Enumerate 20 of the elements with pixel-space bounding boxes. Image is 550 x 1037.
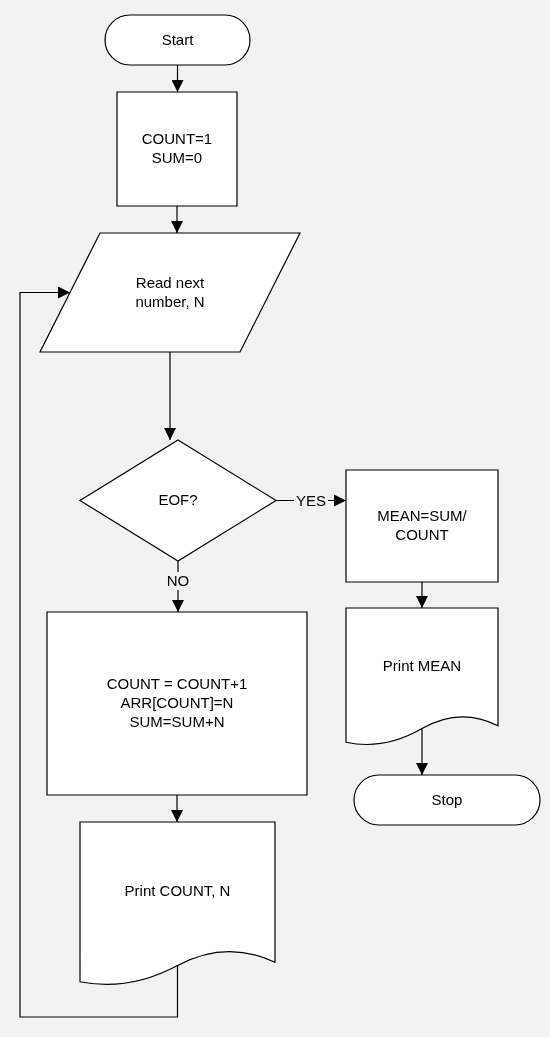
node-label: Print COUNT, N xyxy=(124,881,231,901)
arrow xyxy=(171,205,183,234)
node-label: Print MEAN xyxy=(382,656,462,676)
node-label: SUM=SUM+N xyxy=(129,712,225,732)
node-label: MEAN=SUM/COUNT xyxy=(376,507,468,545)
arrow xyxy=(164,351,176,441)
node-label: Start xyxy=(161,30,194,50)
arrow xyxy=(171,64,184,93)
node-label: SUM=0 xyxy=(151,149,203,168)
node-label: COUNT = COUNT+1 xyxy=(106,675,248,695)
arrow xyxy=(171,794,183,823)
edge-label: NO xyxy=(164,572,192,591)
node-label: ARR[COUNT]=N xyxy=(120,694,234,713)
node-label: Read next number, N xyxy=(134,273,206,312)
node-label: COUNT=1 xyxy=(141,130,213,149)
node-label: Stop xyxy=(431,790,463,810)
arrow xyxy=(416,727,428,776)
node-label: EOF? xyxy=(158,491,198,510)
arrow xyxy=(416,581,428,609)
arrow xyxy=(19,286,179,1018)
